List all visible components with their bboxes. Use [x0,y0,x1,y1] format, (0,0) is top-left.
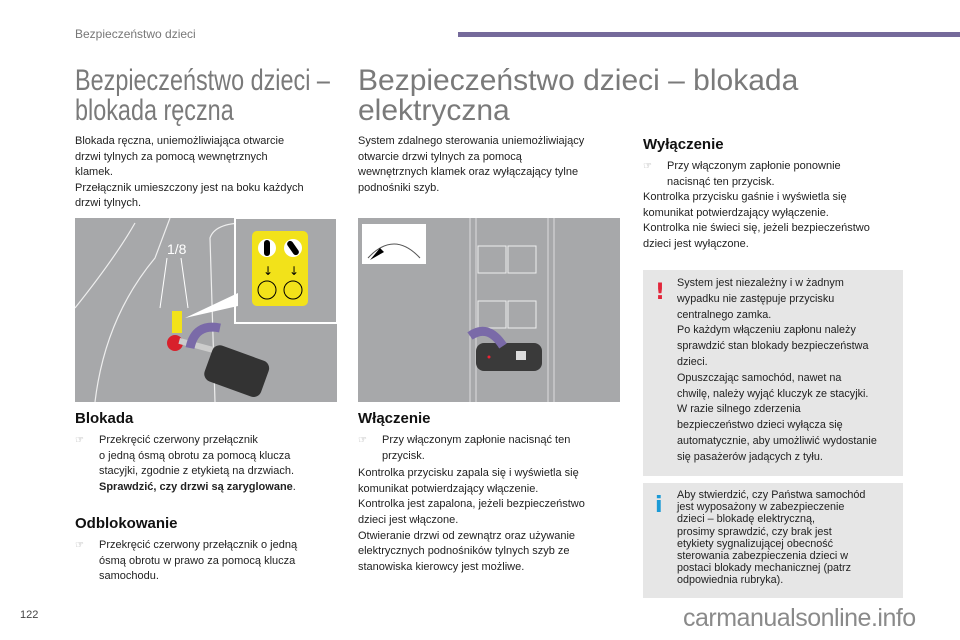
text-line: klamek. [75,166,113,179]
text-line: samochodu. [99,570,159,583]
text-line: komunikat potwierdzający włączenie. [358,482,539,495]
text-line: wewnętrznych klamek oraz wyłączający tyl… [358,166,579,179]
bullet-item: ☞ Przekręcić czerwony przełącznik o jedn… [75,433,345,495]
text-line: centralnego zamka. [677,308,772,321]
text-line: odpowiednia rubryka). [677,574,784,587]
bold-instruction: Sprawdzić, czy drzwi są zaryglowane [99,480,293,493]
electric-lock-illustration [358,218,620,402]
text-line: elektrycznych podnośników tylnych szyb z… [358,545,570,558]
text-line: Kontrolka przycisku gaśnie i wyświetla s… [643,191,847,204]
section-heading: Blokada [75,410,134,427]
right-intro: System zdalnego sterowania uniemożliwiaj… [358,134,628,196]
bullet-item: ☞ Przy włączonym zapłonie ponownie nacis… [643,159,933,190]
text-line: postaci blokady mechanicznej (patrz [677,562,852,575]
section-wylaczenie: Wyłączenie ☞ Przy włączonym zapłonie pon… [643,136,933,253]
text-line: Aby stwierdzić, czy Państwa samochód [677,489,866,501]
right-title: Bezpieczeństwo dzieci – blokada elektryc… [358,66,898,126]
section-header: Bezpieczeństwo dzieci [75,27,196,41]
text-line: Po każdym włączeniu zapłonu należy [677,324,856,337]
pointing-hand-icon: ☞ [75,540,84,551]
text-line: się pasażerów jadących z tyłu. [677,450,823,463]
exclamation-icon: ! [655,280,666,305]
text-line: komunikat potwierdzający wyłączenie. [643,206,829,219]
right-title-line: elektryczna [358,94,510,127]
text-line: sterowania zabezpieczenia dzieci w [677,550,849,563]
text-line: Otwieranie drzwi od zewnątrz oraz używan… [358,529,576,542]
text-line: ósmą obrotu w prawo za pomocą klucza [99,554,296,567]
text-line: wypadku nie zastępuje przycisku [677,292,835,305]
section-odblokowanie: Odblokowanie ☞ Przekręcić czerwony przeł… [75,515,345,585]
text-line: Kontrolka jest zapalona, jeżeli bezpiecz… [358,498,585,511]
section-heading: Wyłączenie [643,136,724,153]
text-line: Opuszczając samochód, nawet na [677,371,842,384]
text-line: przycisk. [382,449,425,462]
text-line: Przekręcić czerwony przełącznik [99,434,258,446]
text-line: stacyjki, zgodnie z etykietą na drzwiach… [99,465,295,478]
text-line: stanowiska kierowcy jest możliwe. [358,560,525,573]
text-line: nacisnąć ten przycisk. [667,175,775,188]
left-title: Bezpieczeństwo dzieci – blokada ręczna [75,66,345,126]
pointing-hand-icon: ☞ [75,435,84,446]
text-line: jest wyposażony w zabezpieczenie [677,501,845,514]
fraction-label: 1/8 [167,241,187,257]
info-icon: i [655,493,663,518]
section-heading: Odblokowanie [75,515,178,532]
left-intro: Blokada ręczna, uniemożliwiająca otwarci… [75,134,350,212]
info-text: Aby stwierdzić, czy Państwa samochód jes… [677,489,901,587]
text-line: Kontrolka nie świeci się, jeżeli bezpiec… [643,222,870,235]
manual-lock-illustration: ↓ ↓ 1/8 [74,217,338,403]
svg-text:↓: ↓ [263,264,273,278]
left-title-line: Bezpieczeństwo dzieci – [75,64,330,97]
text-line: dzieci jest wyłączone. [643,237,749,250]
text-line: drzwi tylnych. [75,197,142,210]
punctuation: . [292,480,296,493]
pointing-hand-icon: ☞ [358,435,367,446]
text-line: Kontrolka przycisku zapala się i wyświet… [358,467,579,480]
bullet-item: ☞ Przy włączonym zapłonie nacisnąć ten p… [358,433,633,464]
watermark: carmanualsonline.info [683,604,916,632]
text-line: System jest niezależny i w żadnym [677,277,844,289]
text-line: o jedną ósmą obrotu za pomocą klucza [99,449,291,462]
info-box: i Aby stwierdzić, czy Państwa samochód j… [643,483,903,598]
text-line: W razie silnego zderzenia [677,403,801,416]
text-line: System zdalnego sterowania uniemożliwiaj… [358,135,585,147]
text-line: prosimy sprawdzić, czy brak jest [677,525,832,538]
text-line: etykiety sygnalizującej obecność [677,537,834,550]
section-heading: Włączenie [358,410,431,427]
left-title-line: blokada ręczna [75,94,234,127]
text-line: dzieci. [677,355,708,368]
text-line: automatycznie, aby umożliwić wydostanie [677,434,877,447]
warning-box: ! System jest niezależny i w żadnym wypa… [643,270,903,476]
pointing-hand-icon: ☞ [643,161,652,172]
text-line: Przy włączonym zapłonie ponownie [667,160,841,172]
page-number: 122 [20,609,39,621]
bullet-item: ☞ Przekręcić czerwony przełącznik o jedn… [75,538,345,585]
text-line: podnośniki szyb. [358,181,440,194]
text-line: otwarcie drzwi tylnych za pomocą [358,150,522,163]
text-line: bezpieczeństwo dzieci wyłącza się [677,419,843,432]
text-line: Przełącznik umieszczony jest na boku każ… [75,181,304,194]
text-line: dzieci – blokadę elektryczną, [677,513,816,526]
right-title-line: Bezpieczeństwo dzieci – blokada [358,64,799,97]
text-line: dzieci jest włączone. [358,513,459,526]
text-line: chwilę, należy wyjąć kluczyk ze stacyjki… [677,387,869,400]
text-line: Blokada ręczna, uniemożliwiająca otwarci… [75,135,285,147]
text-line: sprawdzić stan blokady bezpieczeństwa [677,340,869,353]
svg-text:↓: ↓ [289,264,299,278]
section-blokada: Blokada ☞ Przekręcić czerwony przełączni… [75,410,345,495]
warning-text: System jest niezależny i w żadnym wypadk… [677,276,901,466]
header-accent-bar [458,32,960,37]
text-line: Przekręcić czerwony przełącznik o jedną [99,539,298,551]
text-line: drzwi tylnych za pomocą wewnętrznych [75,150,268,163]
text-line: Przy włączonym zapłonie nacisnąć ten [382,434,571,446]
section-wlaczenie: Włączenie ☞ Przy włączonym zapłonie naci… [358,410,633,575]
